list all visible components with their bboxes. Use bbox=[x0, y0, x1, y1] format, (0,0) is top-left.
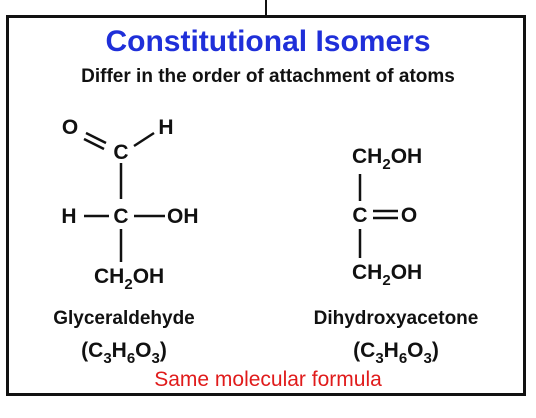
molecular-formula: (C3H6O3) bbox=[81, 339, 167, 367]
caption-text: Same molecular formula bbox=[154, 368, 382, 391]
glyceraldehyde-structure: O C H H C OH CH2OH bbox=[61, 116, 198, 293]
group-label: CH2OH bbox=[352, 261, 422, 289]
molecule-name: Dihydroxyacetone bbox=[314, 308, 479, 329]
atom-label: O bbox=[62, 116, 78, 139]
atom-label: O bbox=[401, 204, 417, 227]
content-frame bbox=[6, 15, 526, 396]
atom-label: H bbox=[158, 116, 173, 139]
atom-label: H bbox=[61, 205, 76, 228]
atom-label: OH bbox=[167, 205, 199, 228]
molecular-formula: (C3H6O3) bbox=[353, 339, 439, 367]
group-label: CH2OH bbox=[352, 145, 422, 173]
atom-label: C bbox=[113, 141, 128, 164]
page-subtitle: Differ in the order of attachment of ato… bbox=[81, 66, 455, 87]
connector-line bbox=[265, 0, 267, 16]
atom-label: C bbox=[352, 204, 367, 227]
page-title: Constitutional Isomers bbox=[105, 25, 431, 58]
group-label: CH2OH bbox=[94, 265, 164, 293]
atom-label: C bbox=[113, 205, 128, 228]
molecule-name: Glyceraldehyde bbox=[53, 308, 195, 329]
dihydroxyacetone-structure: CH2OH C O CH2OH bbox=[352, 145, 422, 289]
